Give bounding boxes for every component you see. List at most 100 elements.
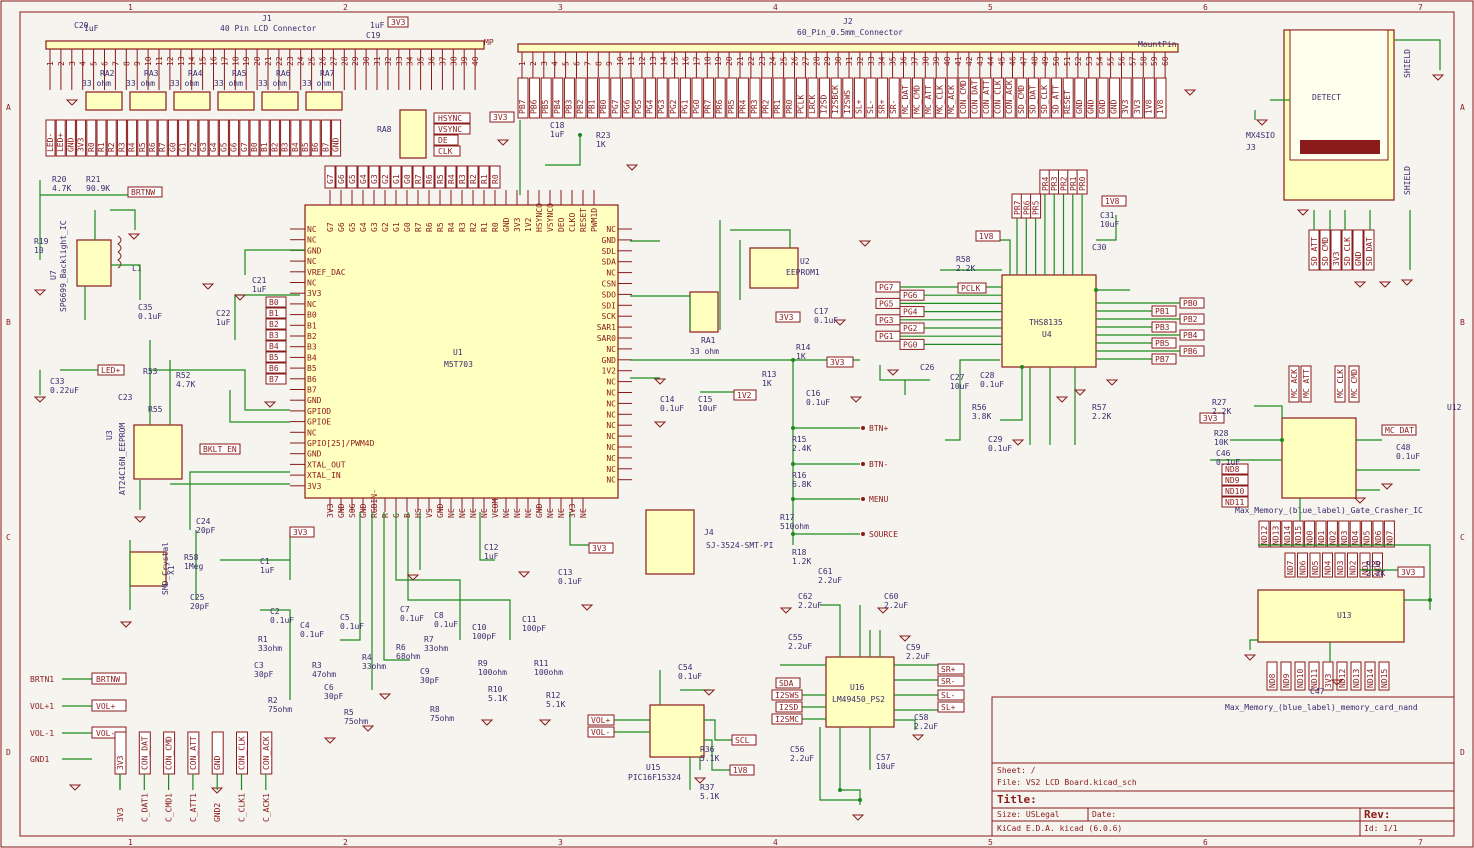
j2-net-tag bbox=[703, 77, 715, 119]
j1-net: G6 bbox=[230, 142, 239, 152]
u12-left-tag bbox=[1221, 485, 1249, 497]
u4-top-net: PR3 bbox=[1050, 176, 1059, 191]
test-point-net: VOL+ bbox=[96, 702, 115, 711]
b-net-tag bbox=[265, 351, 287, 363]
u1-top-net: R0 bbox=[491, 174, 500, 184]
u1-top-net-tag bbox=[335, 165, 347, 189]
j1-value: 40 Pin LCD Connector bbox=[220, 24, 317, 33]
u1-pin-name: B5 bbox=[307, 364, 317, 373]
passive-value: 1K bbox=[596, 140, 606, 149]
u1-pin-name: RESET bbox=[579, 208, 588, 232]
u12-bottom-net: ND2 bbox=[1328, 530, 1337, 545]
test-point-label: VOL-1 bbox=[30, 729, 54, 738]
u2-eeprom[interactable]: U2 EEPROM1 bbox=[749, 247, 820, 289]
u1-top-net: G4 bbox=[359, 174, 368, 184]
u1-pin-name: GPIO[25]/PWM4D bbox=[307, 439, 375, 448]
j1-net-tag bbox=[290, 119, 301, 157]
u1-top-net: G6 bbox=[337, 174, 346, 184]
gnd-symbol bbox=[1105, 379, 1119, 386]
u1-pin-name: NC bbox=[307, 225, 317, 234]
u15-pic16f15324[interactable]: U15 PIC16F15324 bbox=[628, 704, 705, 782]
wire bbox=[244, 249, 305, 275]
u1-pin-name: G7 bbox=[326, 222, 335, 232]
j2-net-tag bbox=[552, 77, 564, 119]
j2-pin-number: 13 bbox=[649, 56, 658, 66]
wire bbox=[340, 512, 361, 641]
x1-crystal[interactable]: X1 SMD_Crystal bbox=[129, 542, 176, 595]
gnd-symbol bbox=[1330, 679, 1344, 686]
u3-at24c16[interactable]: U3 AT24C16N_EEPROM bbox=[105, 423, 183, 495]
j2-net-tag bbox=[842, 77, 854, 119]
resistor-array-value: 33 ohm bbox=[214, 79, 243, 88]
sl-minus-label: SL- bbox=[941, 691, 955, 700]
u1-right-pins: NCGNDSDLSDANCCSNSDOSDISCKSAR1SAR0NCGND1V… bbox=[597, 225, 632, 485]
j1-net: B5 bbox=[301, 142, 310, 152]
b-net-tag bbox=[265, 362, 287, 374]
gnd-symbol bbox=[849, 396, 863, 403]
passive-value: 10K bbox=[1214, 438, 1229, 447]
u1-pin-name: 1V2 bbox=[602, 367, 617, 376]
row-marker-right-D: D bbox=[1460, 748, 1465, 757]
wire-junction bbox=[578, 133, 582, 137]
hsync-label: HSYNC bbox=[438, 114, 462, 123]
passive-ref: R29 bbox=[1366, 560, 1381, 569]
j1-pin-number: 11 bbox=[155, 56, 164, 66]
u13-bottom-net: ND12 bbox=[1338, 669, 1347, 688]
passive-value: 510ohm bbox=[780, 522, 809, 531]
passive-value: 0.1uF bbox=[814, 316, 838, 325]
u2-ref: U2 bbox=[800, 257, 810, 266]
gnd-symbol bbox=[886, 369, 900, 376]
j2-net-tag bbox=[830, 77, 842, 119]
j1-pin-number: 33 bbox=[395, 56, 404, 66]
j1-net-tag bbox=[96, 119, 107, 157]
passive-value: 2.2K bbox=[1212, 407, 1231, 416]
passive-value: 1uF bbox=[216, 318, 231, 327]
u12-top-net: MC_CLK bbox=[1336, 369, 1345, 398]
passive-ref: R4 bbox=[362, 653, 372, 662]
passive-ref: C33 bbox=[50, 377, 65, 386]
j2-net: GND bbox=[1110, 99, 1119, 114]
u16-lm49450[interactable]: U16 LM49450_PS2 bbox=[825, 656, 895, 728]
j1-pin-number: 15 bbox=[199, 56, 208, 66]
passive-value: 0.1uF bbox=[300, 630, 324, 639]
gnd-symbol bbox=[1378, 281, 1392, 288]
u1-pin-name: NC bbox=[307, 428, 317, 437]
j2-pin-number: 36 bbox=[900, 56, 909, 66]
u7-ref: U7 bbox=[49, 270, 58, 280]
u1-pin-name: B4 bbox=[307, 353, 317, 362]
u12-gate-crasher[interactable]: U12 Max_Memory_(blue_label)_Gate_Crasher… bbox=[1235, 403, 1462, 548]
passive-value: 75ohm bbox=[268, 705, 292, 714]
u7-value: SP6699_Backlight_IC bbox=[59, 220, 68, 312]
passive-ref: R2 bbox=[268, 696, 278, 705]
u13-top-net: ND4 bbox=[1324, 560, 1333, 575]
u1-pin-name: SDL bbox=[602, 247, 617, 256]
bottom-test-point: C_ACK1 bbox=[262, 793, 271, 822]
u1-pin-name: R2 bbox=[469, 222, 478, 232]
passive-ref: C22 bbox=[216, 309, 231, 318]
j2-net: MC_CMD bbox=[912, 85, 921, 114]
b-net-label: B4 bbox=[269, 342, 279, 351]
j2-pin-number: 43 bbox=[976, 56, 985, 66]
resistor-array-value: 33 ohm bbox=[302, 79, 331, 88]
j4-audio-jack[interactable]: J4 SJ-3524-SMT-PI bbox=[645, 509, 774, 575]
u7-backlight-ic[interactable]: U7 SP6699_Backlight_IC L1 bbox=[49, 220, 142, 312]
j2-value: 60_Pin_0.5mm_Connector bbox=[797, 28, 903, 37]
gnd-symbol bbox=[406, 574, 420, 581]
j1-pin-number: 8 bbox=[122, 61, 131, 66]
j1-pin-number: 30 bbox=[362, 56, 371, 66]
j2-pin-number: 49 bbox=[1041, 56, 1050, 66]
wire bbox=[229, 390, 290, 423]
j1-pin-number: 17 bbox=[220, 56, 229, 66]
j2-net-tag bbox=[923, 77, 935, 119]
button-node bbox=[861, 532, 865, 536]
gnd-symbol bbox=[898, 635, 912, 642]
3v3-u12-label: 3V3 bbox=[1203, 414, 1218, 423]
u1-scaler-ic[interactable]: U1 M5T703 NCNCGNDNCVREF_DACNC3V3NCB0B1B2… bbox=[290, 165, 632, 518]
title-block: Max_Memory_(blue_label)_memory_card_nand… bbox=[991, 696, 1455, 837]
